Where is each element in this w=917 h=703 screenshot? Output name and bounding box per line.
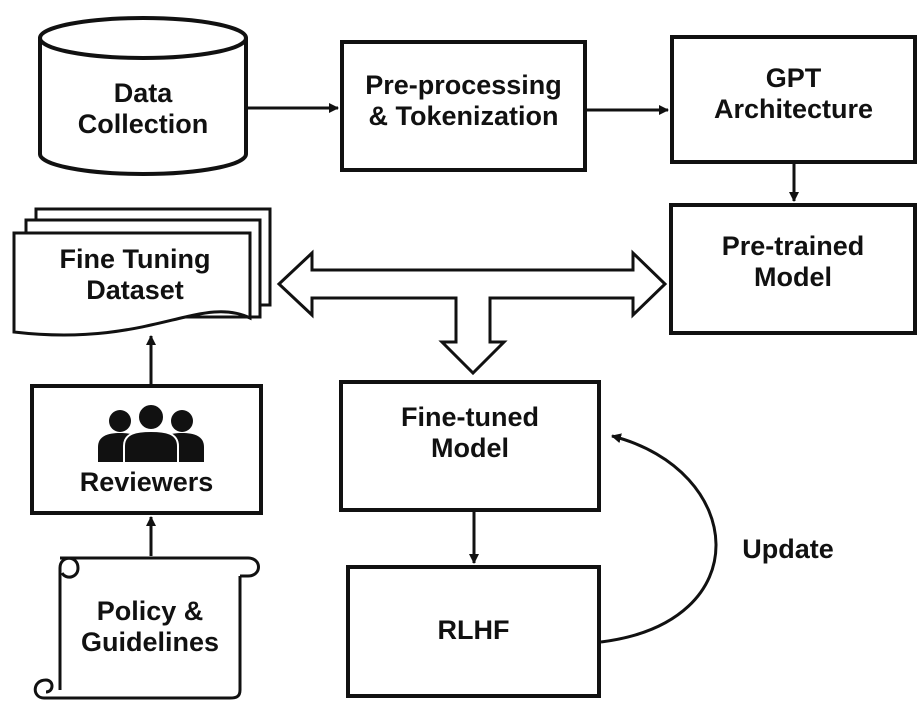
update-edge-label: Update: [742, 534, 834, 564]
people-group-icon: [98, 403, 204, 464]
rlhf-box: [346, 565, 601, 698]
pretrained-model-label: Pre-trained Model: [721, 231, 865, 292]
pretrained-model-box: [669, 203, 917, 335]
database-cylinder-icon: [38, 16, 248, 176]
preprocessing-label: Pre-processing & Tokenization: [365, 70, 562, 131]
reviewers-label: Reviewers: [79, 467, 214, 497]
preprocessing-box: [340, 40, 587, 172]
fine-tuned-model-box: [339, 380, 601, 512]
rlhf-label: RLHF: [437, 615, 510, 645]
gpt-architecture-box: [670, 35, 917, 164]
merge-arrow: [276, 249, 668, 376]
fine-tuned-model-label: Fine-tuned Model: [401, 402, 539, 463]
policy-guidelines-label: Policy & Guidelines: [80, 596, 220, 657]
gpt-architecture-label: GPT Architecture: [713, 63, 874, 124]
data-collection-label: Data Collection: [77, 78, 209, 139]
fine-tuning-dataset-label: Fine Tuning Dataset: [59, 244, 211, 305]
stacked-documents-icon: [12, 207, 272, 337]
arrow-rlhf-update-loop: [600, 433, 718, 644]
scroll-icon: [33, 556, 260, 700]
connector-arrows: [146, 103, 799, 644]
